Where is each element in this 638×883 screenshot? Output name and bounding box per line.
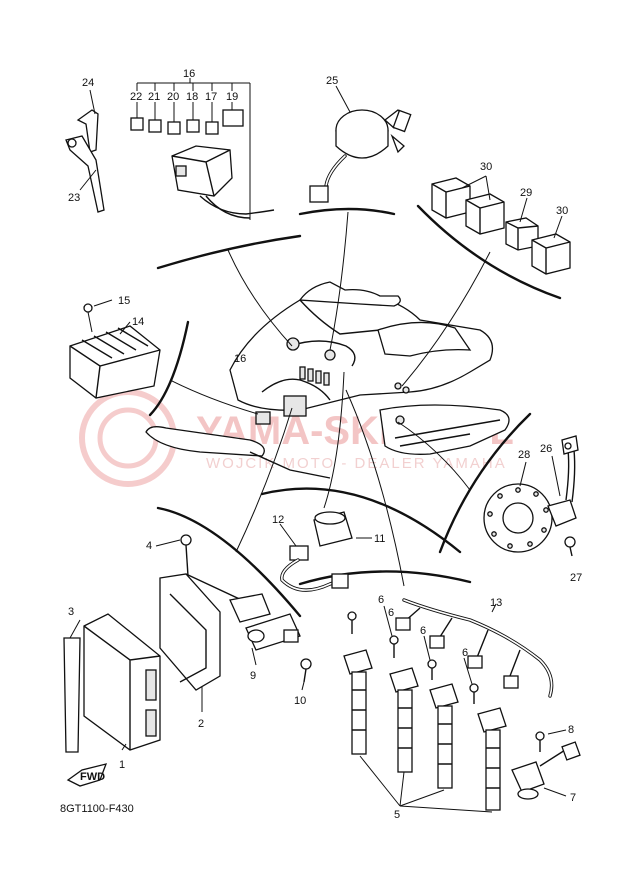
callout-14: 14 xyxy=(132,316,144,328)
watermark-logo-inner xyxy=(97,407,159,469)
callout-23: 23 xyxy=(68,192,80,204)
callout-labels: 1 2 3 4 5 6 6 6 6 7 8 9 10 11 12 13 14 1… xyxy=(68,68,582,821)
callout-16a: 16 xyxy=(183,68,195,80)
sensor-assembly xyxy=(279,511,372,592)
callout-10: 10 xyxy=(294,695,306,707)
ecu-1 xyxy=(83,613,161,751)
callout-6a: 6 xyxy=(378,594,384,606)
callout-30b: 30 xyxy=(556,205,568,217)
rotor-28 xyxy=(483,483,553,553)
callout-9: 9 xyxy=(250,670,256,682)
band-3 xyxy=(63,637,81,753)
bracket-2 xyxy=(159,573,271,691)
fwd-label: FWD xyxy=(80,771,105,783)
callout-5: 5 xyxy=(394,809,400,821)
rectifier-regulator xyxy=(69,299,161,399)
relay-30a xyxy=(431,177,471,219)
diagram-code: 8GT1100-F430 xyxy=(60,803,134,815)
callout-22: 22 xyxy=(130,91,142,103)
cable-tie-24 xyxy=(76,89,99,153)
bolt-8 xyxy=(535,731,545,752)
fwd-arrow: FWD xyxy=(66,763,108,787)
fuse-19 xyxy=(222,102,244,127)
callout-24: 24 xyxy=(82,77,94,89)
callout-4: 4 xyxy=(146,540,152,552)
fuse-17 xyxy=(205,102,219,135)
callout-6c: 6 xyxy=(420,625,426,637)
callout-21: 21 xyxy=(148,91,160,103)
snowmobile-outline xyxy=(145,281,510,479)
callout-7: 7 xyxy=(570,792,576,804)
relay-cluster xyxy=(299,366,330,386)
ignition-coil-a xyxy=(343,649,373,755)
callout-6b: 6 xyxy=(388,607,394,619)
sensor-7 xyxy=(511,741,581,800)
callout-18: 18 xyxy=(186,91,198,103)
ignition-coil-c xyxy=(429,683,459,789)
callout-15: 15 xyxy=(118,295,130,307)
main-switch xyxy=(309,85,412,203)
sensor-26 xyxy=(547,435,579,527)
callout-17: 17 xyxy=(205,91,217,103)
callout-19: 19 xyxy=(226,91,238,103)
callout-12: 12 xyxy=(272,514,284,526)
fuse-20 xyxy=(167,102,181,135)
fuse-18 xyxy=(186,102,200,133)
callout-1: 1 xyxy=(119,759,125,771)
ignition-coils xyxy=(343,598,581,813)
relay-30c xyxy=(531,233,571,275)
bolts-6 xyxy=(347,611,479,704)
watermark-sub-text: WOJCIK MOTO - DEALER YAMAHA xyxy=(206,455,507,472)
bolt-27 xyxy=(564,536,576,557)
callout-25: 25 xyxy=(326,75,338,87)
callout-27: 27 xyxy=(570,572,582,584)
relay-group xyxy=(431,175,571,275)
callout-6d: 6 xyxy=(462,647,468,659)
coupler-9 xyxy=(245,613,301,651)
callout-16b: 16 xyxy=(234,353,246,365)
fuse-21 xyxy=(148,102,162,133)
bolt-4 xyxy=(180,534,192,577)
callout-11: 11 xyxy=(374,533,385,545)
fuse-22 xyxy=(130,102,144,131)
cable-tie-23 xyxy=(65,135,105,213)
relay-30b xyxy=(465,193,505,235)
callout-2: 2 xyxy=(198,718,204,730)
callout-8: 8 xyxy=(568,724,574,736)
group-brackets xyxy=(148,204,562,618)
ignition-coil-b xyxy=(389,667,419,773)
fuse-box xyxy=(171,145,275,219)
ecu-group xyxy=(63,534,312,753)
ignition-coil-d xyxy=(477,707,507,811)
callout-30a: 30 xyxy=(480,161,492,173)
pickup-coil-group xyxy=(483,435,579,557)
callout-29: 29 xyxy=(520,187,532,199)
callout-13: 13 xyxy=(490,597,502,609)
leader-lines xyxy=(169,211,491,587)
fuse-group xyxy=(65,78,275,220)
relay-29 xyxy=(505,217,539,251)
callout-28: 28 xyxy=(518,449,530,461)
bolt-10 xyxy=(300,658,312,683)
callout-3: 3 xyxy=(68,606,74,618)
callout-20: 20 xyxy=(167,91,179,103)
callout-26: 26 xyxy=(540,443,552,455)
